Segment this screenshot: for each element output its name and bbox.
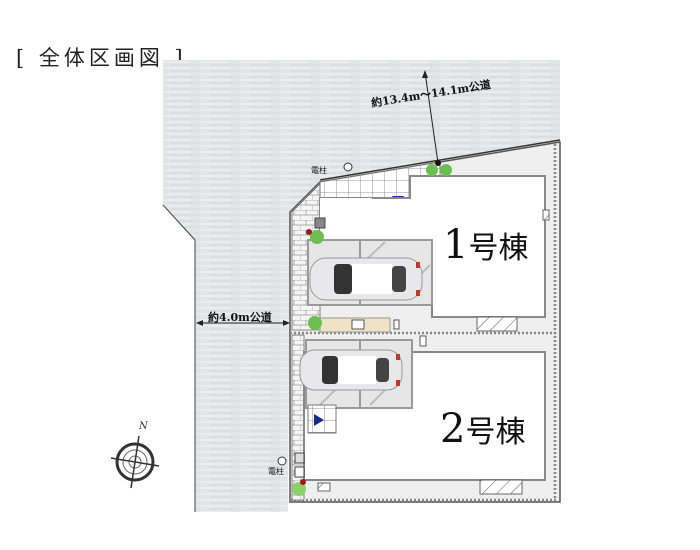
plant-icon (310, 230, 324, 244)
utility-pole-label: 電柱 (268, 467, 284, 476)
utility-pole-label: 電柱 (311, 166, 327, 175)
plant-icon (292, 482, 306, 496)
unit-1-label: 1号棟 (443, 222, 529, 268)
page-title: [ 全体区画図 ] (16, 46, 187, 70)
utility-pole-icon (277, 456, 287, 466)
plant-icon (308, 316, 322, 330)
road-label-left: 約4.0m公道 (208, 311, 272, 324)
compass-icon (110, 435, 160, 489)
plant-icon (440, 164, 452, 176)
road-area (163, 60, 560, 512)
utility-pole-icon (343, 162, 353, 172)
plant-icon (426, 164, 438, 176)
car-icon (299, 349, 403, 391)
entrance-marker-2 (314, 414, 324, 426)
unit-2-label: 2号棟 (440, 406, 526, 452)
car-icon (309, 257, 423, 301)
north-label: N (139, 421, 148, 432)
